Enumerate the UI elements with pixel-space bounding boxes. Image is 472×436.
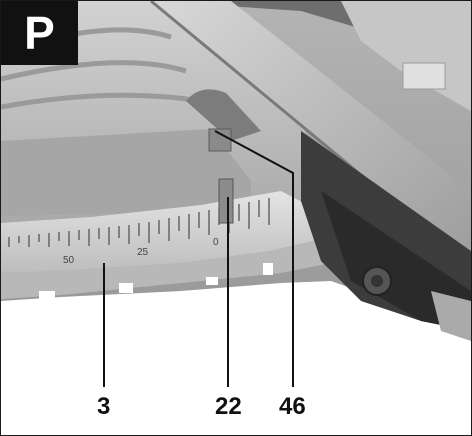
scale-number: 25	[137, 247, 149, 258]
callout-lines	[103, 130, 294, 387]
callout-label-22: 22	[215, 393, 242, 420]
bracket-recess	[186, 89, 261, 141]
base-lip	[1, 239, 331, 299]
pointer-22	[218, 178, 234, 224]
scale-number: 50	[63, 255, 75, 266]
callout-label-3: 3	[97, 393, 111, 420]
scale-number: 0	[213, 237, 219, 248]
panel-letter: P	[24, 7, 55, 59]
callout-label-46: 46	[279, 393, 306, 420]
pointer-bracket	[1, 129, 251, 216]
label-plate	[402, 62, 446, 90]
scale-3	[1, 191, 321, 273]
callout-line-46	[214, 130, 294, 387]
base-notches	[39, 263, 273, 301]
scale-numbers: 50 25 0	[63, 237, 219, 266]
white-background	[1, 281, 471, 435]
panel-letter-badge: P	[1, 1, 78, 65]
screw-46	[208, 128, 232, 152]
